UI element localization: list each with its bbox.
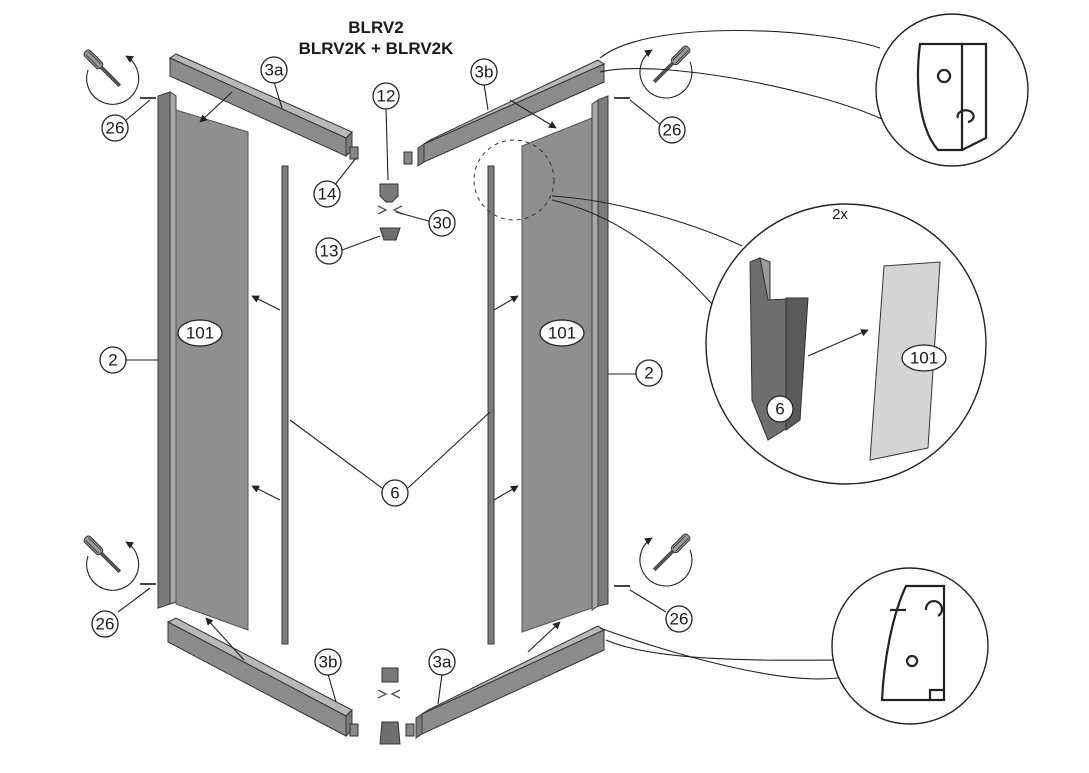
arrow-rail-to-glass <box>205 617 245 661</box>
svg-text:30: 30 <box>433 214 452 233</box>
arrow-rail-to-glass <box>199 91 233 123</box>
svg-text:6: 6 <box>390 484 399 503</box>
top-rail-left <box>168 53 353 158</box>
svg-text:12: 12 <box>377 87 396 106</box>
screwdriver-icon <box>651 44 692 85</box>
rotation-arrow-icon <box>639 537 693 587</box>
title-line-2: BLRV2K + BLRV2K <box>299 39 454 58</box>
glass-panel-left <box>175 109 249 631</box>
arrow-seal-to-glass <box>493 485 519 501</box>
svg-text:14: 14 <box>318 185 337 204</box>
callout-26-bottom-left: 26 <box>91 610 119 638</box>
svg-text:2: 2 <box>108 351 117 370</box>
arrow-rail-to-glass <box>527 621 561 653</box>
detail-callout-6: 6 <box>766 395 794 423</box>
bottom-corner-assembly <box>349 667 415 745</box>
svg-text:3a: 3a <box>265 61 284 80</box>
highlight-dashed-circle <box>473 139 555 221</box>
callout-2-left: 2 <box>99 346 127 374</box>
screwdriver-icon <box>651 532 692 573</box>
svg-text:6: 6 <box>775 400 784 419</box>
callout-3a-bottom: 3a <box>428 648 456 676</box>
rotation-arrow-icon <box>639 49 693 99</box>
callout-2-right: 2 <box>635 359 663 387</box>
callout-12: 12 <box>372 82 400 110</box>
callout-3a-top: 3a <box>260 56 288 84</box>
callout-3b-top: 3b <box>470 58 498 86</box>
callout-13: 13 <box>315 237 343 265</box>
arrow-seal-to-glass <box>493 295 519 311</box>
wall-profile-left <box>157 91 177 609</box>
arrow-seal-to-glass <box>251 485 281 501</box>
callout-6: 6 <box>381 479 409 507</box>
profile-section-detail-bottom <box>599 567 989 725</box>
svg-text:13: 13 <box>320 242 339 261</box>
arrow-seal-to-glass <box>251 295 281 311</box>
detail-callout-101: 101 <box>901 344 947 372</box>
callout-30: 30 <box>428 209 456 237</box>
profile-section-detail-top <box>599 13 1029 167</box>
callout-101-left: 101 <box>177 319 223 347</box>
svg-text:3b: 3b <box>319 653 338 672</box>
svg-text:26: 26 <box>96 615 115 634</box>
callout-26-top-left: 26 <box>101 114 129 142</box>
wall-profile-right <box>591 95 609 611</box>
arrow-rail-to-glass <box>509 99 557 129</box>
svg-text:101: 101 <box>910 349 938 368</box>
bottom-rail-left <box>166 617 353 738</box>
screwdriver-icon <box>82 48 123 89</box>
corner-bottom-part <box>379 227 401 241</box>
svg-text:26: 26 <box>663 121 682 140</box>
end-cap-part <box>349 146 413 165</box>
bottom-rail-right <box>415 625 606 739</box>
svg-text:101: 101 <box>548 324 576 343</box>
callout-26-bottom-right: 26 <box>665 605 693 633</box>
svg-text:101: 101 <box>186 324 214 343</box>
callout-101-right: 101 <box>539 319 585 347</box>
seal-strip-right <box>487 165 495 645</box>
callout-26-top-right: 26 <box>658 116 686 144</box>
seal-strip-left <box>281 165 289 645</box>
detail-multiplier: 2x <box>832 206 848 223</box>
svg-text:26: 26 <box>670 610 689 629</box>
screwdriver-icon <box>82 534 123 575</box>
svg-text:3a: 3a <box>433 653 452 672</box>
corner-connector-part <box>379 183 399 203</box>
svg-text:3b: 3b <box>475 63 494 82</box>
title-line-1: BLRV2 <box>348 18 403 37</box>
rotation-arrow-icon <box>86 541 140 591</box>
rotation-arrow-icon <box>86 55 140 105</box>
callout-14: 14 <box>313 180 341 208</box>
callout-3b-bottom: 3b <box>314 648 342 676</box>
svg-text:2: 2 <box>644 364 653 383</box>
svg-text:26: 26 <box>106 119 125 138</box>
glass-panel-right <box>521 117 593 633</box>
